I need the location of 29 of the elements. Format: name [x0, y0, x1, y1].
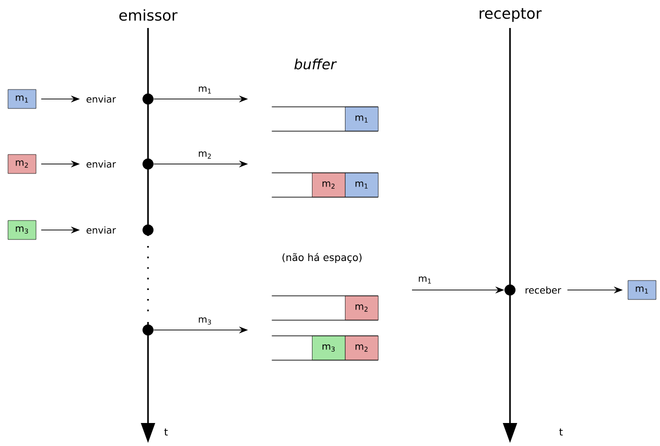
time-label: t	[164, 428, 168, 436]
message-box: m$_{1}$	[628, 280, 656, 300]
buffer-cell: m$_{2}$	[345, 336, 378, 360]
edge-label: m$_{3}$	[197, 316, 213, 326]
lifeline-title: receptor	[480, 8, 542, 22]
buffer-cell: m$_{2}$	[345, 296, 378, 320]
buffer-title: buffer	[294, 58, 337, 70]
event-label: enviar	[86, 226, 116, 234]
event-dot	[142, 324, 154, 336]
event-dot	[504, 284, 516, 296]
edge-label: m$_{2}$	[197, 150, 213, 160]
edge-label: m$_{1}$	[197, 85, 213, 95]
buffer-cell: m$_{2}$	[312, 172, 346, 198]
note-text: (não há espaço)	[282, 252, 362, 264]
buffer-cell: m$_{3}$	[312, 336, 346, 360]
edge-label: m$_{1}$	[417, 275, 433, 285]
buffer-cell: m$_{1}$	[345, 172, 378, 198]
event-dot	[142, 94, 154, 104]
event-label: enviar	[86, 95, 116, 103]
event-label: receber	[526, 286, 562, 294]
message-box: m$_{3}$	[8, 220, 36, 240]
message-box: m$_{2}$	[8, 154, 36, 174]
event-dot	[142, 158, 154, 170]
event-dot	[142, 224, 154, 236]
buffer-cell: m$_{1}$	[345, 106, 378, 132]
lifeline-title: emissor	[119, 9, 178, 21]
event-label: enviar	[86, 160, 116, 168]
time-label: t	[559, 428, 563, 436]
message-box: m$_{1}$	[8, 89, 36, 109]
